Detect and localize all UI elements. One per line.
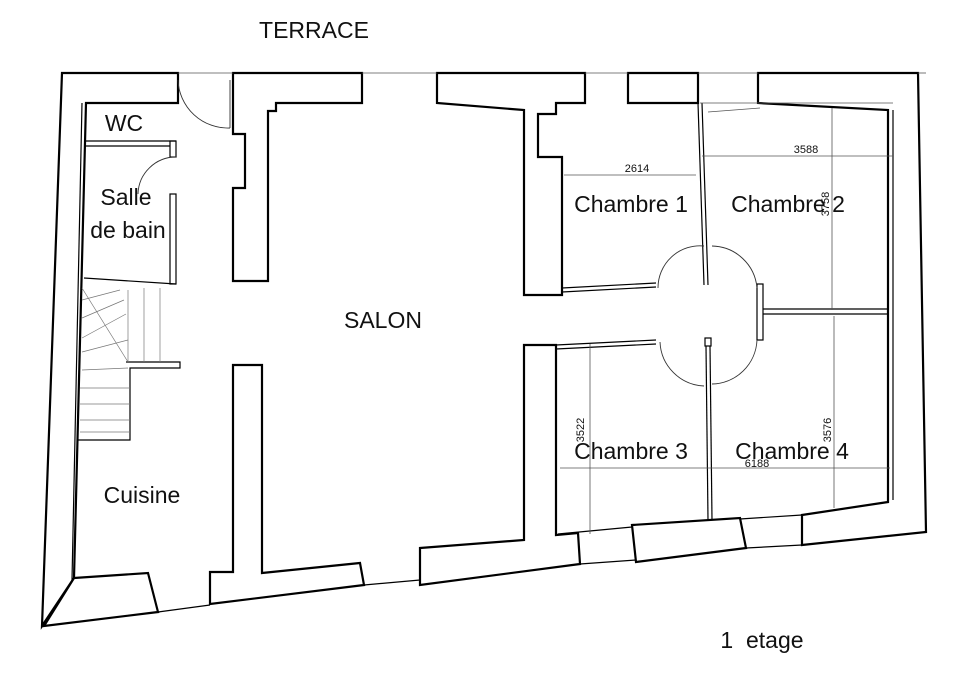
room-label-wc: WC	[105, 110, 143, 136]
door-terrace-left	[177, 79, 231, 129]
exterior-walls	[40, 71, 928, 630]
wall-bottom-salon-left	[208, 363, 366, 606]
dimension-chambre1-width: 2614	[625, 163, 649, 175]
door-chambre4	[711, 339, 758, 385]
door-bathroom	[137, 156, 177, 195]
door-swings	[137, 79, 758, 387]
interior-walls	[78, 102, 888, 521]
wall-left	[40, 71, 180, 630]
dimension-chambre4-depth: 3576	[822, 418, 834, 442]
dimension-rear-width: 6188	[745, 458, 769, 470]
wall-bottom-salon-right	[418, 343, 582, 587]
dimension-chambre3-depth: 3522	[575, 418, 587, 442]
terrace-label: TERRACE	[259, 17, 369, 43]
room-label-chambre1: Chambre 1	[574, 191, 688, 217]
dimension-chambre2-depth: 3758	[820, 192, 832, 216]
room-label-salon: SALON	[344, 307, 422, 333]
dimension-chambre2-width: 3588	[794, 144, 818, 156]
wall-top-salon-left	[231, 71, 364, 283]
door-chambre1	[657, 245, 705, 289]
room-label-bathroom-line1: Salle	[100, 184, 151, 210]
wall-top-chambres	[626, 71, 700, 105]
room-label-chambre2: Chambre 2	[731, 191, 845, 217]
floor-label: 1 etage	[720, 627, 803, 653]
room-label-cuisine: Cuisine	[104, 482, 181, 508]
room-label-bathroom-line2: de bain	[90, 217, 165, 243]
dimension-lines	[560, 102, 893, 534]
door-chambre3	[659, 341, 705, 387]
staircase	[80, 287, 161, 433]
wall-top-salon-right	[435, 71, 587, 297]
room-label-chambre4: Chambre 4	[735, 438, 849, 464]
door-chambre2	[711, 245, 758, 289]
wall-bottom-chambre3	[630, 516, 748, 564]
room-label-chambre3: Chambre 3	[574, 438, 688, 464]
